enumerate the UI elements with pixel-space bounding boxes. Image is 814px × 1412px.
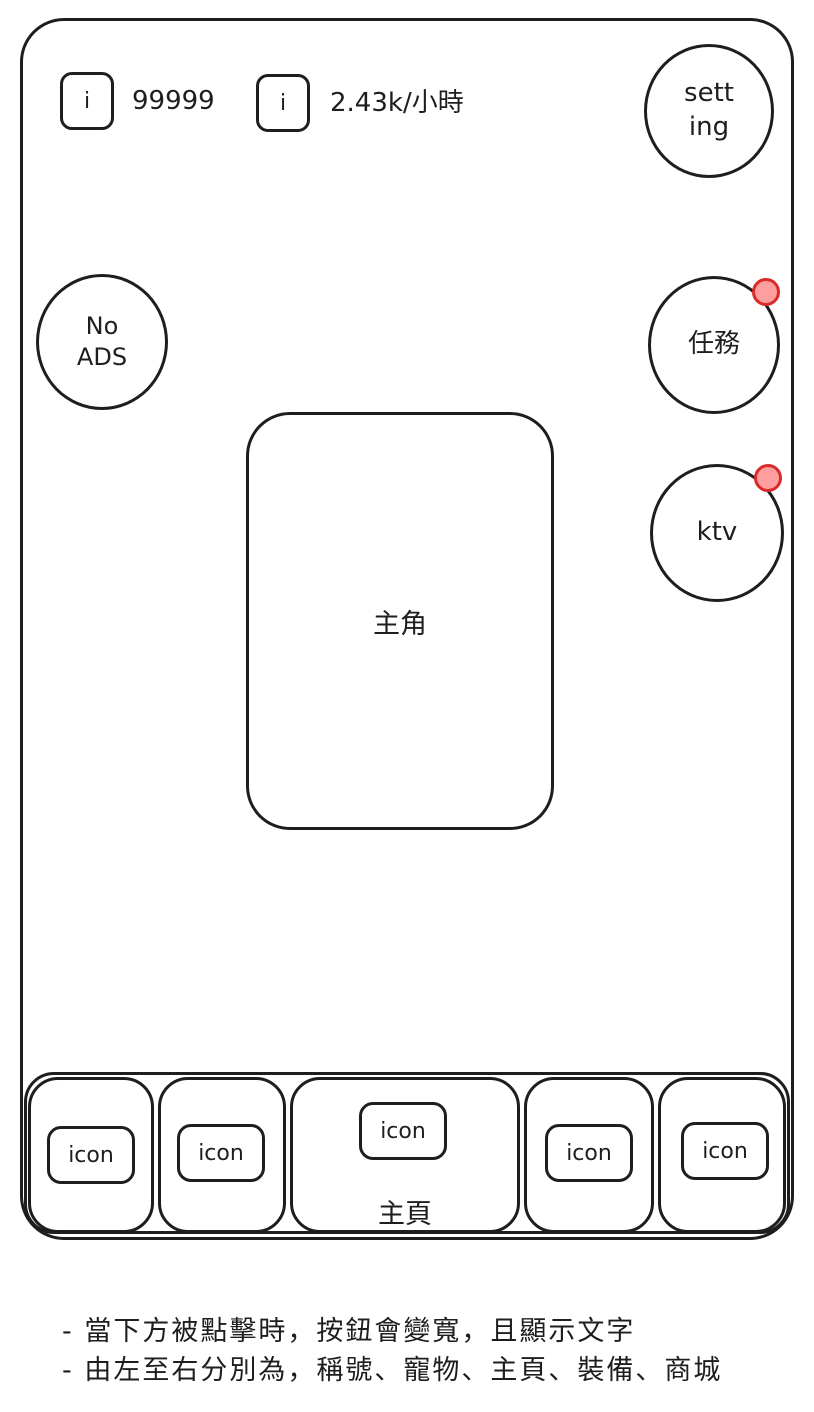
info-icon[interactable]: i bbox=[60, 72, 114, 130]
title-icon: icon bbox=[47, 1126, 135, 1184]
currency-value: 99999 bbox=[132, 86, 215, 116]
nav-item-label: 主頁 bbox=[378, 1199, 432, 1230]
ktv-button[interactable]: ktv bbox=[650, 464, 784, 602]
shop-icon: icon bbox=[681, 1122, 769, 1180]
nav-item-title[interactable]: icon bbox=[28, 1077, 154, 1233]
nav-item-home[interactable]: icon 主頁 bbox=[290, 1077, 520, 1233]
nav-item-shop[interactable]: icon bbox=[658, 1077, 786, 1233]
setting-button[interactable]: sett ing bbox=[644, 44, 774, 178]
note-line: - 由左至右分別為，稱號、寵物、主頁、裝備、商城 bbox=[62, 1355, 723, 1387]
phone-frame bbox=[20, 18, 794, 1240]
income-rate-value: 2.43k/小時 bbox=[330, 88, 464, 118]
quest-button[interactable]: 任務 bbox=[648, 276, 780, 414]
pet-icon: icon bbox=[177, 1124, 265, 1182]
note-line: - 當下方被點擊時，按鈕會變寬，且顯示文字 bbox=[62, 1316, 636, 1347]
design-notes: - 當下方被點擊時，按鈕會變寬，且顯示文字 - 由左至右分別為，稱號、寵物、主頁… bbox=[62, 1312, 722, 1390]
notification-badge bbox=[754, 464, 782, 492]
main-character[interactable]: 主角 bbox=[246, 412, 554, 830]
nav-item-pet[interactable]: icon bbox=[158, 1077, 286, 1233]
no-ads-button[interactable]: No ADS bbox=[36, 274, 168, 410]
info-icon[interactable]: i bbox=[256, 74, 310, 132]
notification-badge bbox=[752, 278, 780, 306]
nav-item-equipment[interactable]: icon bbox=[524, 1077, 654, 1233]
equipment-icon: icon bbox=[545, 1124, 633, 1182]
home-icon: icon bbox=[359, 1102, 447, 1160]
